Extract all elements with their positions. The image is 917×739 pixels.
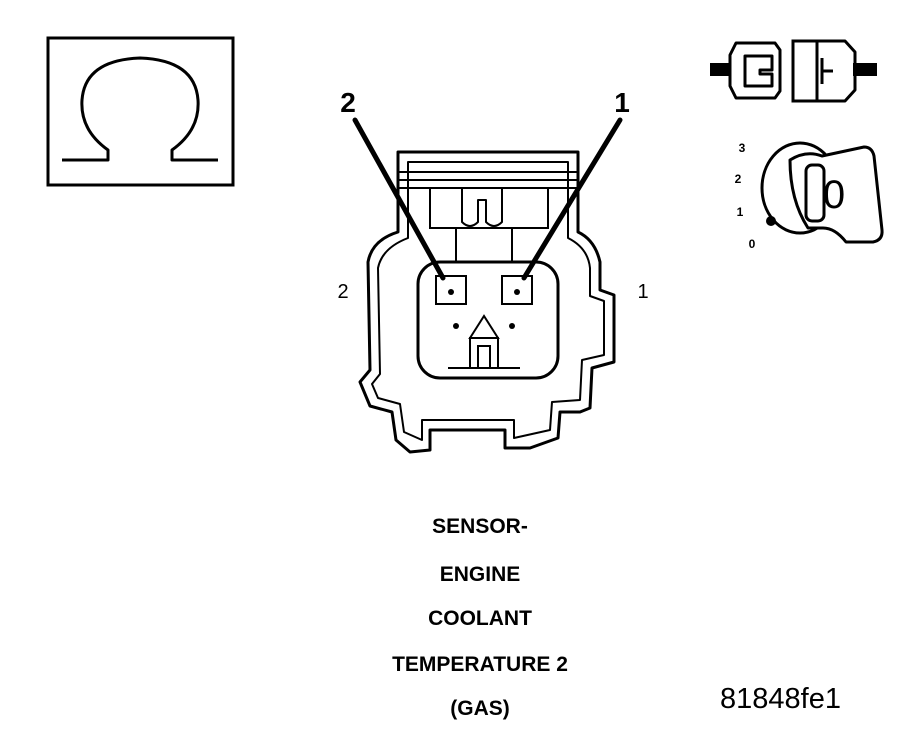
caption-line-1: SENSOR-: [432, 515, 528, 538]
figure-id: 81848fe1: [720, 683, 841, 715]
callout-leaders: [352, 117, 623, 281]
disconnected-connector-icon: [710, 39, 877, 103]
pin-label-2: 2: [337, 281, 348, 303]
switch-scale-0: 0: [749, 237, 756, 251]
callout-1: 1: [614, 87, 630, 118]
switch-scale-2: 2: [735, 172, 742, 186]
switch-position-label: 0: [823, 173, 845, 217]
caption-line-5: (GAS): [450, 697, 510, 720]
ohm-icon: [46, 36, 235, 187]
caption-line-3: COOLANT: [428, 607, 532, 630]
caption-line-4: TEMPERATURE 2: [392, 653, 568, 676]
switch-scale-1: 1: [737, 205, 744, 219]
ignition-key-icon: 3 2 1 0 0: [735, 141, 884, 251]
pin-label-1: 1: [637, 281, 648, 303]
caption-line-2: ENGINE: [439, 563, 521, 586]
connector-face: [358, 150, 616, 454]
callout-2: 2: [340, 87, 356, 118]
switch-scale-3: 3: [739, 141, 746, 155]
